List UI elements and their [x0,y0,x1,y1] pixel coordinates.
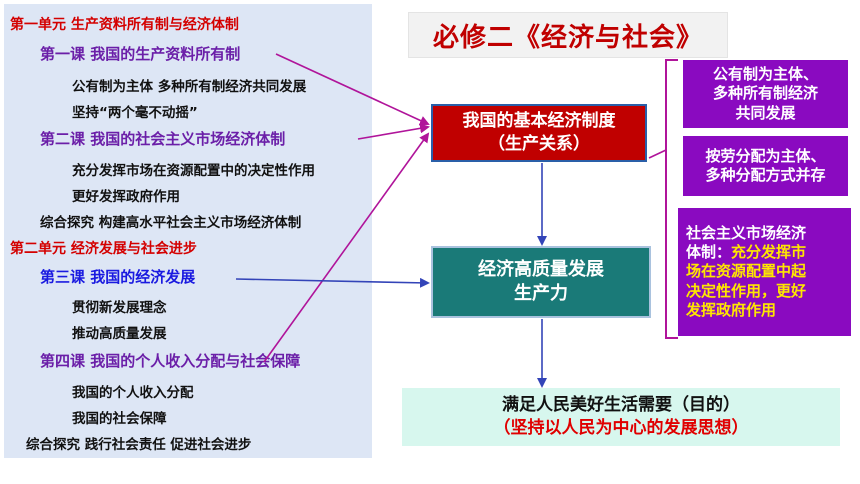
people-centered-label: （坚持以人民为中心的发展思想） [493,418,749,438]
goal-box: 满足人民美好生活需要（目的） （坚持以人民为中心的发展思想） [402,388,840,446]
arrow-lesson3-to-development [235,277,430,288]
arrow-lesson2-to-basic-system [357,123,430,140]
explore-2: 综合探究 践行社会责任 促进社会进步 [26,437,252,453]
bracket-connector [648,149,667,159]
basic-system-label: 我国的基本经济制度 [462,111,616,132]
arrow-lesson1-to-basic-system [275,53,430,126]
outline-panel [4,4,372,458]
goal-label: 满足人民美好生活需要（目的） [502,395,740,416]
component-line: 共同发展 [735,103,796,122]
distribution-component-box: 按劳分配为主体、 多种分配方式并存 [683,136,848,196]
component-line: 多种所有制经济 [712,84,818,103]
component-highlight: 决定性作用，更好 [686,281,807,300]
development-label: 经济高质量发展 [478,258,604,280]
lesson-4-item: 我国的社会保障 [72,411,167,427]
component-line: 多种分配方式并存 [705,166,826,184]
lesson-1-item: 坚持“两个毫不动摇” [72,105,198,121]
lesson-4-heading: 第四课 我国的个人收入分配与社会保障 [40,352,301,370]
ownership-component-box: 公有制为主体、 多种所有制经济 共同发展 [683,60,848,128]
market-economy-component-box: 社会主义市场经济 体制：充分发挥市 场在资源配置中起 决定性作用，更好 发挥政府… [678,208,851,336]
component-line: 按劳分配为主体、 [705,146,826,165]
component-highlight: 发挥政府作用 [686,300,777,319]
lesson-4-item: 我国的个人收入分配 [72,385,194,401]
lesson-3-item: 推动高质量发展 [72,326,167,342]
lesson-1-heading: 第一课 我国的生产资料所有制 [40,45,241,63]
lesson-3-heading: 第三课 我国的经济发展 [40,268,196,286]
component-prefix: 体制： [686,243,732,262]
explore-1: 综合探究 构建高水平社会主义市场经济体制 [40,215,302,231]
basic-economic-system-box: 我国的基本经济制度 （生产关系） [431,104,647,162]
page-title: 必修二《经济与社会》 [408,12,728,58]
productivity-label: 生产力 [514,283,568,304]
arrow-lesson4-to-basic-system [263,132,430,363]
unit-1-heading: 第一单元 生产资料所有制与经济体制 [10,17,239,33]
lesson-2-item: 更好发挥政府作用 [72,189,180,205]
component-highlight: 场在资源配置中起 [686,262,807,281]
lesson-1-item: 公有制为主体 多种所有制经济共同发展 [72,79,307,95]
component-highlight: 充分发挥市 [731,243,807,262]
components-bracket [665,59,678,339]
lesson-2-heading: 第二课 我国的社会主义市场经济体制 [40,130,286,148]
component-line: 公有制为主体、 [712,65,818,84]
unit-2-heading: 第二单元 经济发展与社会进步 [10,241,197,257]
production-relations-label: （生产关系） [488,134,590,154]
component-line: 社会主义市场经济 [686,224,807,243]
high-quality-development-box: 经济高质量发展 生产力 [431,246,651,318]
component-line: 体制：充分发挥市 [686,243,806,262]
lesson-2-item: 充分发挥市场在资源配置中的决定性作用 [72,163,315,179]
lesson-3-item: 贯彻新发展理念 [72,300,167,316]
